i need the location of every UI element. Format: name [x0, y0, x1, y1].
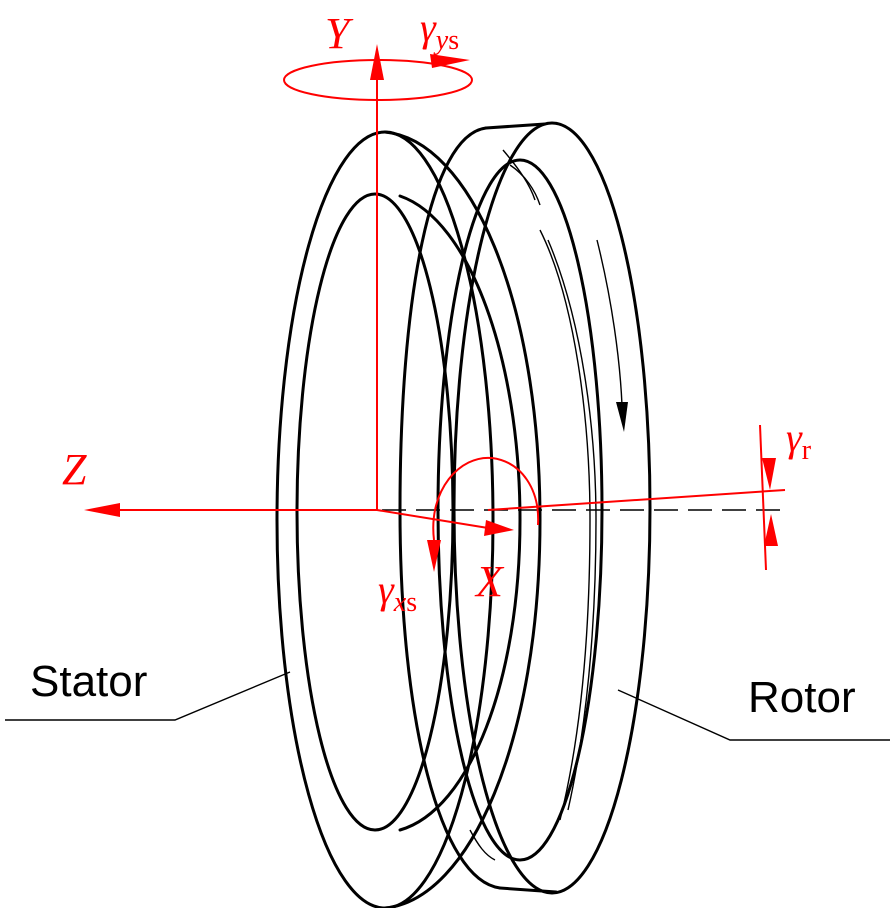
gamma-ys-symbol: γ [420, 5, 436, 50]
rotor-top-edge [484, 122, 547, 130]
gamma-r-arrowhead-top [762, 458, 776, 490]
stator-inner-face [295, 192, 455, 832]
rotor-leader-line [617, 689, 890, 741]
x-axis-line [376, 509, 489, 529]
rotor-label: Rotor [748, 673, 856, 722]
gamma-r-arrowhead-bottom [764, 514, 778, 546]
x-axis-arrowhead [484, 520, 514, 536]
y-axis-arrowhead [370, 44, 384, 80]
rotor-groove-2 [547, 239, 597, 811]
rotor-groove-4 [509, 164, 541, 206]
rotation-arrow-shaft [596, 239, 623, 406]
stator-back-edge [383, 130, 542, 908]
gamma-ys-rotation [283, 54, 473, 101]
rotor-groove-1 [539, 229, 591, 821]
z-axis-arrowhead [84, 503, 120, 517]
stator-leader-line [5, 671, 291, 721]
gamma-xs-arc [432, 456, 540, 541]
stator-ring [275, 130, 542, 908]
gamma-ys-circle [283, 59, 473, 101]
gamma-r-symbol: γ [786, 415, 802, 460]
rotor-tilt-line [487, 489, 786, 511]
gamma-r-sub-upright: r [801, 435, 812, 466]
gamma-ys-sub-italic: y [435, 25, 449, 56]
gamma-xs-rotation [427, 456, 540, 572]
rotor-outer-back-rim [452, 121, 652, 895]
z-axis-label: Z [62, 445, 87, 494]
gamma-xs-sub-upright: s [406, 587, 418, 618]
gamma-xs-label: γxs [378, 570, 417, 617]
gamma-xs-sub-italic: x [393, 587, 407, 618]
y-axis-label: Y [325, 9, 350, 58]
gamma-r-guide-line [759, 424, 767, 571]
stator-inner-back-edge [398, 194, 522, 832]
rotor-groove-5 [469, 829, 496, 861]
gamma-xs-arrowhead [427, 540, 441, 572]
stator-label: Stator [30, 657, 148, 706]
gamma-r-indicator [759, 424, 778, 571]
rotor-rotation-arrow [596, 239, 628, 432]
rotor-groove-3 [502, 149, 536, 201]
gamma-r-label: γr [786, 418, 811, 465]
stator-outer-rim [275, 130, 495, 908]
rotor-bottom-edge [498, 886, 558, 894]
gamma-ys-label: γys [420, 8, 459, 55]
coordinate-axes [84, 44, 790, 536]
gamma-ys-sub-upright: s [448, 25, 460, 56]
gamma-ys-arrowhead [430, 54, 470, 68]
x-axis-label: X [476, 557, 503, 606]
gamma-xs-symbol: γ [378, 567, 394, 612]
rotation-arrow-head [616, 402, 628, 432]
